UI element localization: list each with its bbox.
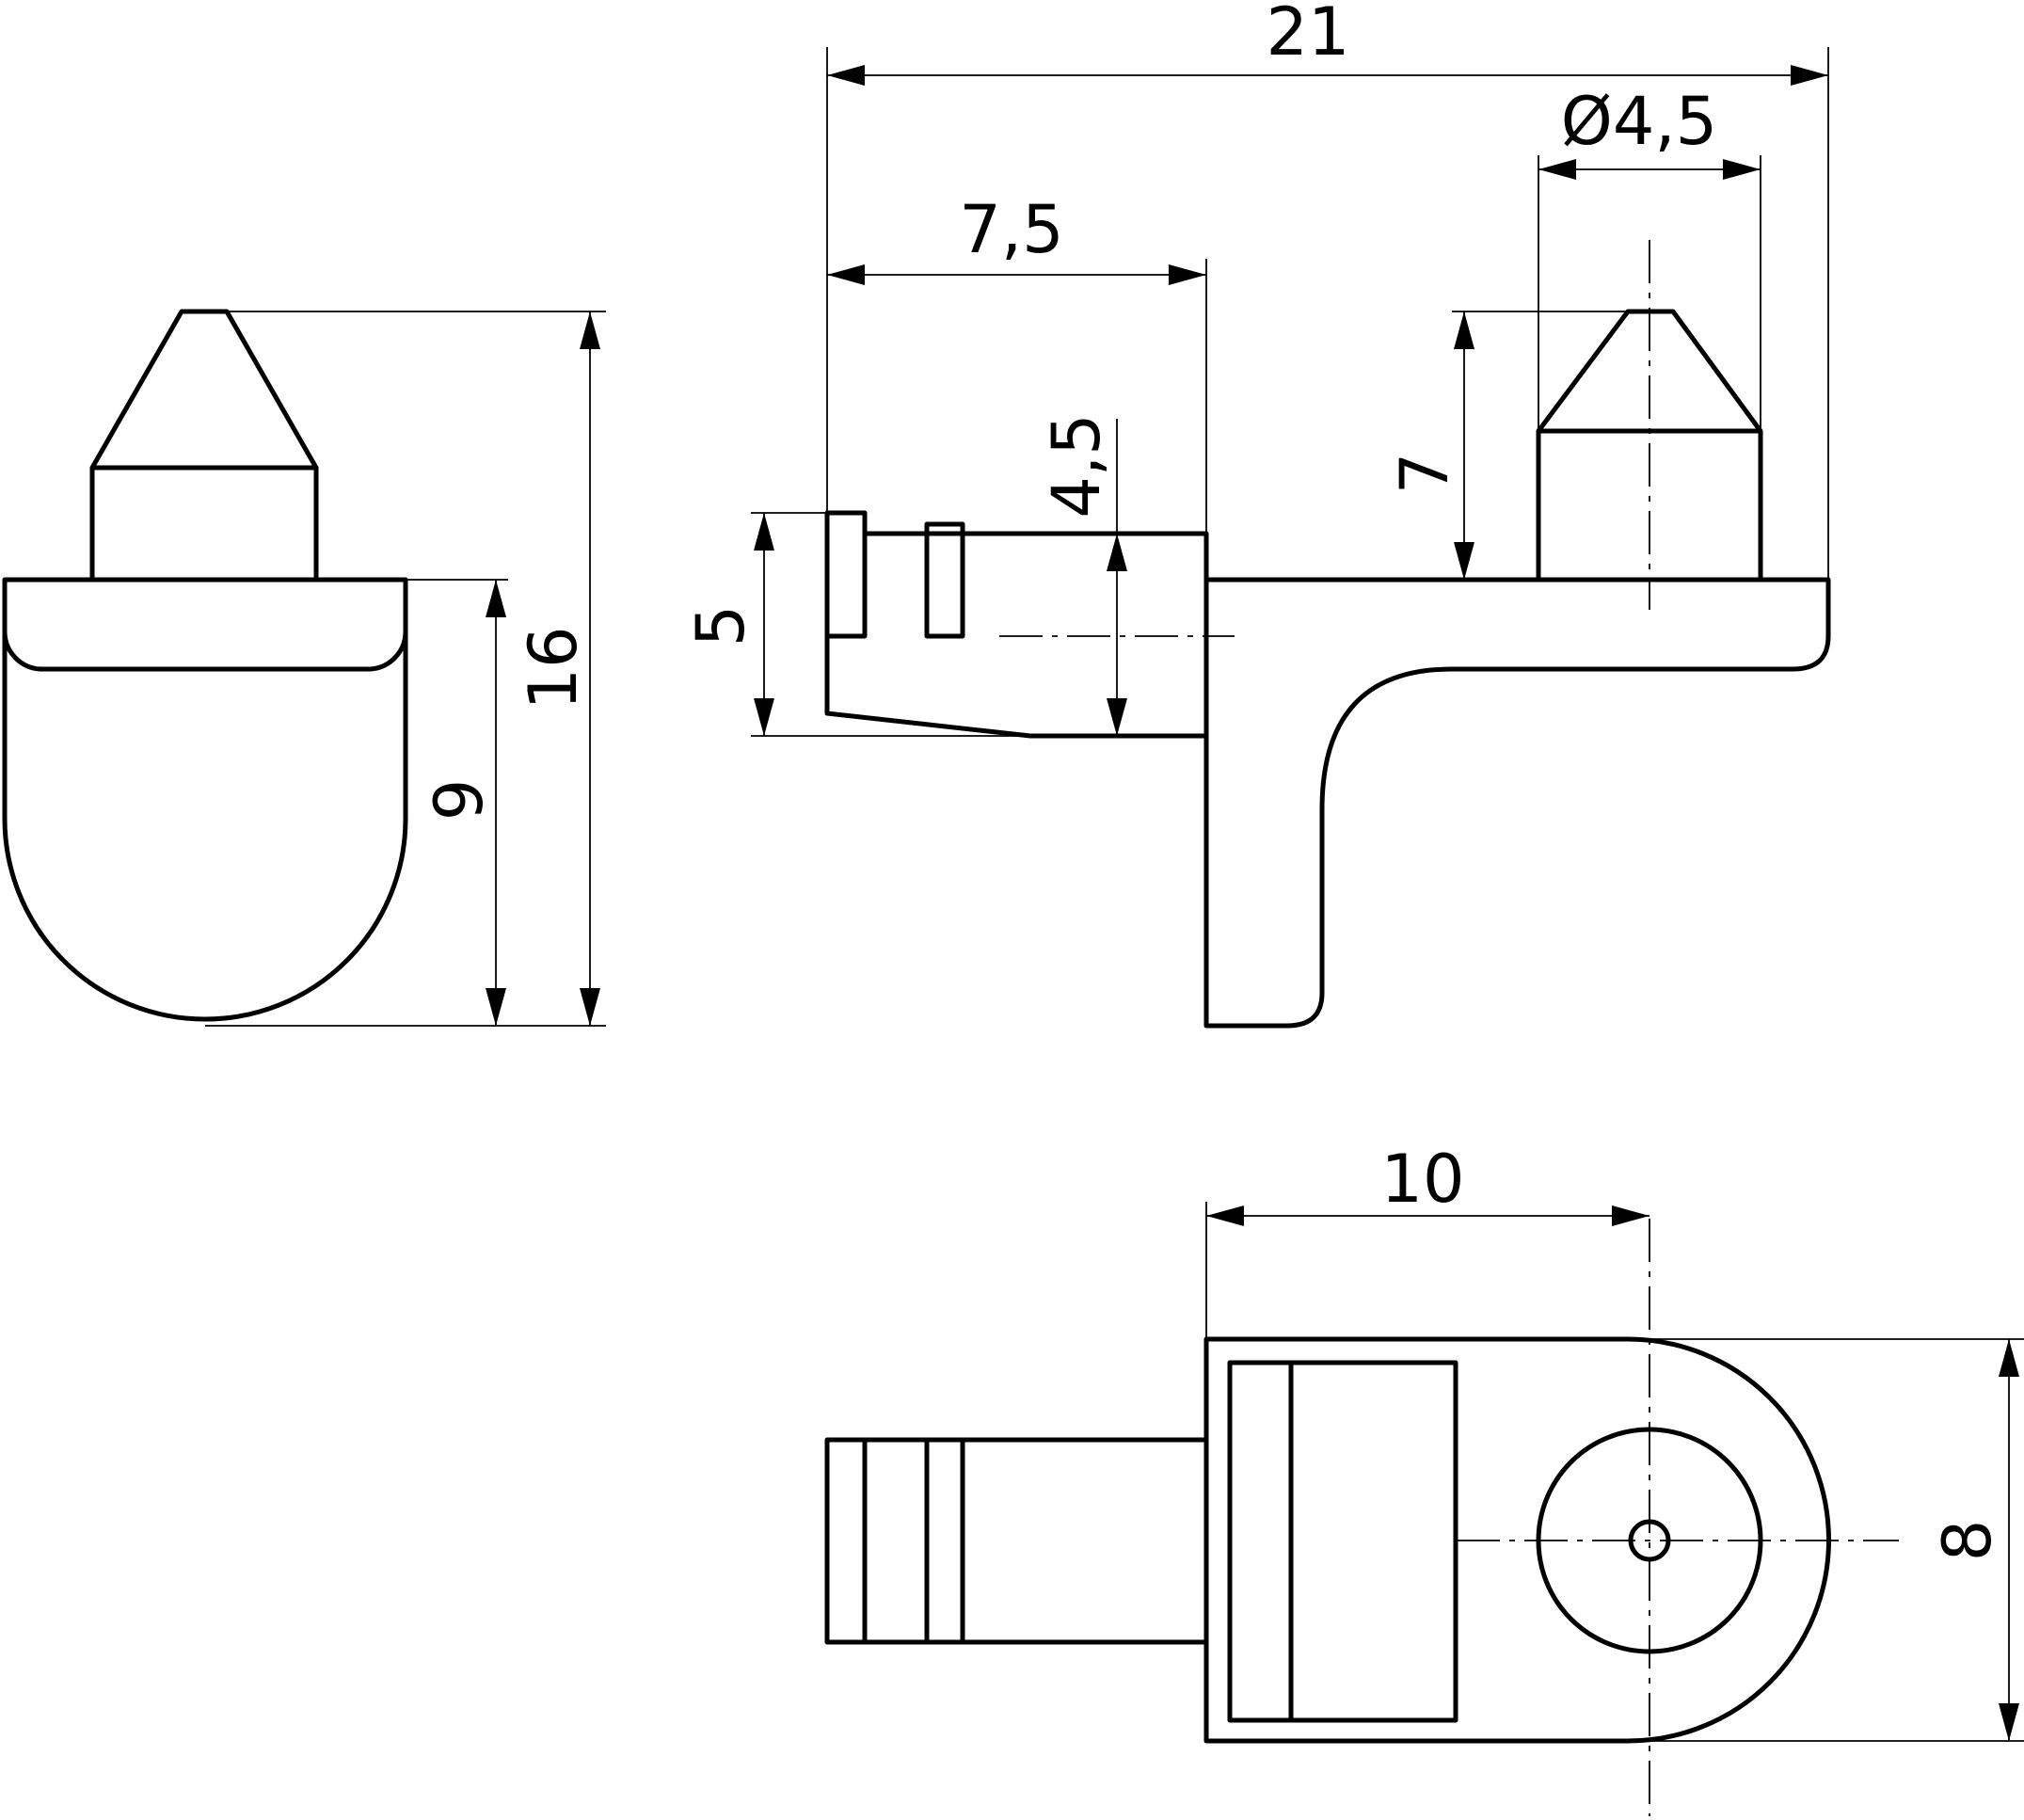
dim-label-9: 9 (421, 779, 498, 822)
dim-label-4-5: 4,5 (1038, 413, 1115, 518)
front-view (2, 309, 408, 1022)
dim-label-pin-diameter: Ø4,5 (1561, 83, 1717, 160)
side-view (824, 240, 1831, 1029)
front-pin-cone (89, 309, 319, 471)
front-body-outline (2, 577, 408, 1022)
dim-label-16: 16 (515, 626, 592, 710)
top-body-recess (1227, 1360, 1458, 1723)
side-stud-rib (924, 521, 965, 639)
top-stud (824, 1437, 1209, 1645)
dim-label-10: 10 (1380, 1141, 1464, 1218)
front-dimensions: 16 9 (205, 311, 606, 1027)
front-body-flange (2, 630, 408, 672)
top-dimensions: 10 8 (1205, 1141, 2024, 1742)
dim-label-7: 7 (1386, 453, 1463, 495)
front-pin-shaft (89, 465, 319, 583)
side-stud (824, 510, 1209, 739)
dim-label-21: 21 (1266, 0, 1349, 71)
side-body-outline (1203, 577, 1831, 1029)
top-body-outline (1203, 1336, 1831, 1744)
dim-label-8: 8 (1929, 1520, 2006, 1562)
dim-label-7-5: 7,5 (959, 191, 1063, 268)
dim-label-5: 5 (682, 605, 759, 647)
side-dimensions: 21 Ø4,5 7,5 4,5 5 7 (682, 0, 1829, 737)
top-view (824, 1219, 1899, 1816)
